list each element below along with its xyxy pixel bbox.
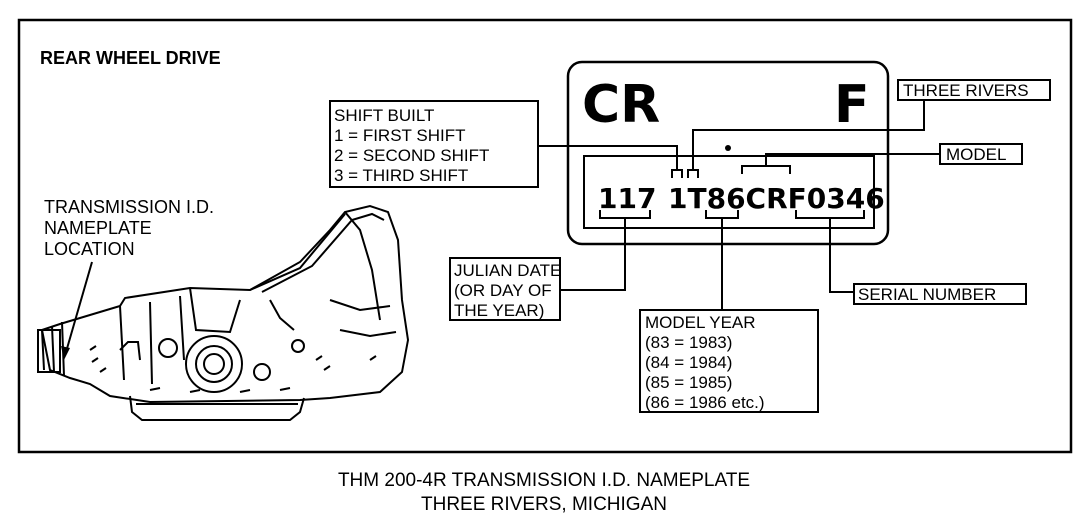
julian-date-line-3: THE YEAR) (454, 301, 544, 320)
serial-number-label: SERIAL NUMBER (858, 285, 996, 304)
julian-date-line-1: JULIAN DATE (454, 261, 561, 280)
serial-number-leader (829, 218, 854, 293)
location-note: TRANSMISSION I.D. NAMEPLATE LOCATION (44, 197, 214, 259)
callout-shift-built-box (329, 100, 539, 188)
model-year-line-3: (84 = 1984) (645, 353, 732, 372)
location-note-line-2: NAMEPLATE (44, 218, 152, 238)
model-year-line-5: (86 = 1986 etc.) (645, 393, 765, 412)
julian-date-leader (560, 218, 626, 291)
callout-three-rivers-box (897, 79, 1051, 101)
model-year-line-4: (85 = 1985) (645, 373, 732, 392)
model-year-line-1: MODEL YEAR (645, 313, 756, 332)
shift-built-leader (538, 145, 678, 170)
model-label: MODEL (946, 145, 1006, 164)
location-note-line-1: TRANSMISSION I.D. (44, 197, 214, 217)
nameplate-code: 1T86CRF0346 (668, 182, 885, 215)
callout-model-year-box (639, 309, 819, 413)
location-leader-line (65, 261, 93, 353)
location-note-line-3: LOCATION (44, 239, 135, 259)
shift-built-line-1: SHIFT BUILT (334, 106, 434, 125)
nameplate-julian: 117 (598, 182, 656, 215)
header-title: REAR WHEEL DRIVE (40, 48, 221, 68)
caption-line-1: THM 200-4R TRANSMISSION I.D. NAMEPLATE (338, 470, 750, 491)
shift-built-line-4: 3 = THIRD SHIFT (334, 166, 468, 185)
nameplate-suffix: F (834, 75, 870, 135)
caption-line-2: THREE RIVERS, MICHIGAN (421, 494, 667, 515)
julian-date-line-2: (OR DAY OF (454, 281, 552, 300)
model-leader (765, 153, 940, 166)
shift-built-line-3: 2 = SECOND SHIFT (334, 146, 489, 165)
model-year-line-2: (83 = 1983) (645, 333, 732, 352)
nameplate-prefix: CR (582, 75, 660, 135)
three-rivers-leader (692, 100, 925, 170)
nameplate-inner-box (583, 155, 875, 229)
transmission-illustration (37, 204, 410, 421)
nameplate-dot (725, 145, 731, 151)
callout-serial-number-box (853, 283, 1027, 305)
three-rivers-label: THREE RIVERS (903, 81, 1029, 100)
shift-built-line-2: 1 = FIRST SHIFT (334, 126, 465, 145)
diagram-frame (17, 18, 1073, 454)
